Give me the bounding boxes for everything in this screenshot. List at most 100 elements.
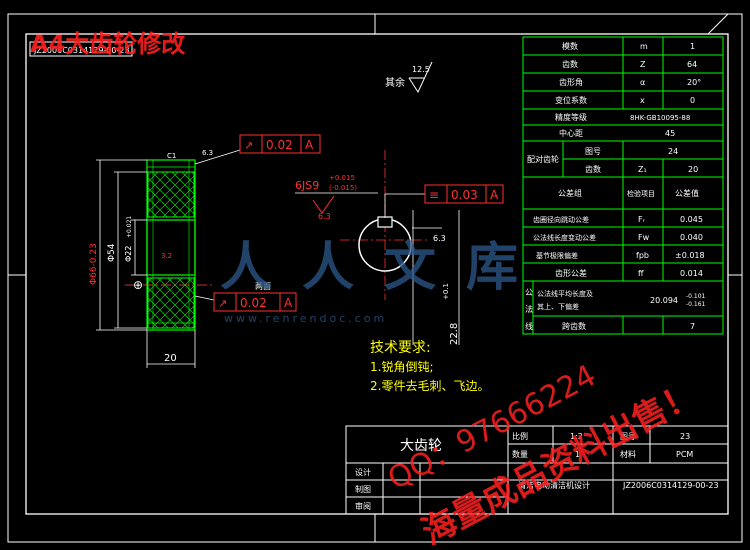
common-normal-lower: -0.161 <box>686 301 706 308</box>
drawing-label: 制图 <box>355 484 371 494</box>
row-span-val: 7 <box>690 322 695 331</box>
dim-bore-tol: +0.021 <box>126 216 133 238</box>
row-center-name: 中心距 <box>559 128 583 138</box>
drawing-no-value: 23 <box>680 432 690 441</box>
title-block-text: 大齿轮 比例 1:2 图号 23 数量 1 材料 PCM 设计 制图 审阅 清洁… <box>355 431 719 511</box>
tech-item-2: 2.零件去毛刺、飞边。 <box>370 379 489 393</box>
dim-bore-roughness: 6.3 <box>202 149 213 157</box>
drawing-code: JZ2006C0314129-00-23 <box>622 481 719 490</box>
row-fw-sym: Fw <box>638 233 650 242</box>
runout-top-value: 0.02 <box>266 138 293 152</box>
row-ff-name: 齿形公差 <box>555 268 587 278</box>
keyway-dimensions: 6JS9 +0.015 (-0.015) 6.3 6.3 22.8 +0.1 <box>295 174 460 345</box>
runout-bottom-icon: ↗ <box>218 297 227 310</box>
dim-hub: Φ54 <box>107 243 117 262</box>
tolerance-label: 公差值 <box>675 188 699 198</box>
gear-parameter-table <box>522 36 724 335</box>
row-pair-dwg-val: 24 <box>668 147 678 156</box>
row-module-name: 模数 <box>562 41 578 51</box>
symmetry-icon: ≡ <box>429 188 439 202</box>
dim-width: 20 <box>164 353 177 364</box>
common-normal-value: 20.094 <box>650 296 678 305</box>
row-teeth-sym: Z <box>640 60 646 69</box>
keyway-roughness: 6.3 <box>318 212 331 221</box>
scale-value: 1:2 <box>570 432 583 441</box>
scale-label: 比例 <box>512 431 528 441</box>
runout-top-datum: A <box>305 138 314 152</box>
gdt-runout-bottom: ↗ 0.02 A 两面 <box>194 282 297 312</box>
xian-label: 线 <box>525 321 533 331</box>
runout-top-icon: ↗ <box>244 139 253 152</box>
roughness-other: 其余 12.5 <box>385 61 433 94</box>
row-angle-sym: α <box>640 78 645 87</box>
bore-view-roughness: 6.3 <box>433 234 446 243</box>
tech-item-1: 1.锐角倒钝; <box>370 360 434 374</box>
material-label: 材料 <box>620 449 636 459</box>
gear-section-view: ⊕ <box>125 159 215 331</box>
title-block <box>345 425 729 515</box>
row-fr-sym: Fᵣ <box>638 215 646 224</box>
row-ff-val: 0.014 <box>680 269 703 278</box>
keyway-size: 6JS9 <box>295 179 319 192</box>
design-label: 设计 <box>355 467 371 477</box>
part-name: 大齿轮 <box>400 438 442 454</box>
row-fr-name: 齿圈径向跳动公差 <box>533 215 589 224</box>
drawing-number-top: JZ2006C0314129-00-23 <box>33 46 130 55</box>
keyway-tol-upper: +0.015 <box>329 174 355 182</box>
fa-label: 法 <box>525 304 533 314</box>
symmetry-value: 0.03 <box>451 188 478 202</box>
project-name: 清洁电动清洁机设计 <box>518 480 590 490</box>
row-pair-dwg-name: 图号 <box>585 147 601 156</box>
watermark-logo: 人人文库 www.renrendoc.com <box>220 238 548 325</box>
watermark-url: www.renrendoc.com <box>224 312 387 325</box>
row-fw-name: 公法线长度变动公差 <box>533 233 596 242</box>
row-angle-name: 齿形角 <box>559 77 583 87</box>
dim-od: Φ66-0.23 <box>89 243 99 285</box>
row-shift-val: 0 <box>690 96 695 105</box>
roughness-other-value: 12.5 <box>412 65 430 74</box>
gdt-runout-top: ↗ 0.02 A <box>194 134 321 165</box>
row-ff-sym: ff <box>638 269 644 278</box>
row-shift-sym: x <box>640 96 645 105</box>
group-label: 公差组 <box>558 188 582 198</box>
row-module-sym: m <box>640 42 648 51</box>
material-value: PCM <box>676 450 693 459</box>
row-fpb-val: ±0.018 <box>675 251 705 260</box>
watermark-brand: 人人文库 <box>220 238 548 298</box>
runout-bottom-datum: A <box>284 296 293 310</box>
row-pair-teeth-name: 齿数 <box>585 164 601 174</box>
row-fr-val: 0.045 <box>680 215 703 224</box>
row-fpb-sym: fpb <box>636 251 649 260</box>
tech-title: 技术要求: <box>370 340 431 356</box>
check-label: 检验项目 <box>627 189 655 198</box>
roughness-other-label: 其余 <box>385 76 405 89</box>
row-teeth-name: 齿数 <box>562 59 578 69</box>
row-fw-val: 0.040 <box>680 233 703 242</box>
row-accuracy-name: 精度等级 <box>555 112 587 122</box>
row-fpb-name: 基节极限偏差 <box>536 251 578 260</box>
dim-bore: Φ22 <box>124 246 133 262</box>
watermark-title: A4大齿轮修改 <box>30 30 185 58</box>
hatch-lower <box>147 277 195 329</box>
quantity-label: 数量 <box>512 449 528 459</box>
row-pair-teeth-val: 20 <box>688 165 698 174</box>
drawing-no-label: 图号 <box>620 432 636 441</box>
row-center-val: 45 <box>665 129 675 138</box>
row-accuracy-val: 8HK-GB10095-88 <box>630 114 690 122</box>
gear-parameter-text: 模数 m 1 齿数 Z 64 齿形角 α 20° 变位系数 x 0 精度等级 8… <box>525 41 706 331</box>
hatch-upper <box>147 171 195 218</box>
drawing-number-box: JZ2006C0314129-00-23 <box>29 41 133 57</box>
keyway-depth-tol: +0.1 <box>442 283 450 300</box>
tech-requirements: 技术要求: 1.锐角倒钝; 2.零件去毛刺、飞边。 <box>370 340 489 393</box>
bore-end-view <box>340 150 430 300</box>
gong-label: 公 <box>525 288 533 297</box>
runout-bottom-value: 0.02 <box>240 296 267 310</box>
dim-chamfer: C1 <box>167 152 176 160</box>
pair-label: 配对齿轮 <box>527 154 559 164</box>
section-dimensions <box>96 159 196 368</box>
review-label: 审阅 <box>355 501 371 511</box>
keyway-depth: 22.8 <box>449 323 460 345</box>
runout-bottom-label: 两面 <box>255 282 271 291</box>
common-normal-upper: -0.101 <box>686 293 706 300</box>
